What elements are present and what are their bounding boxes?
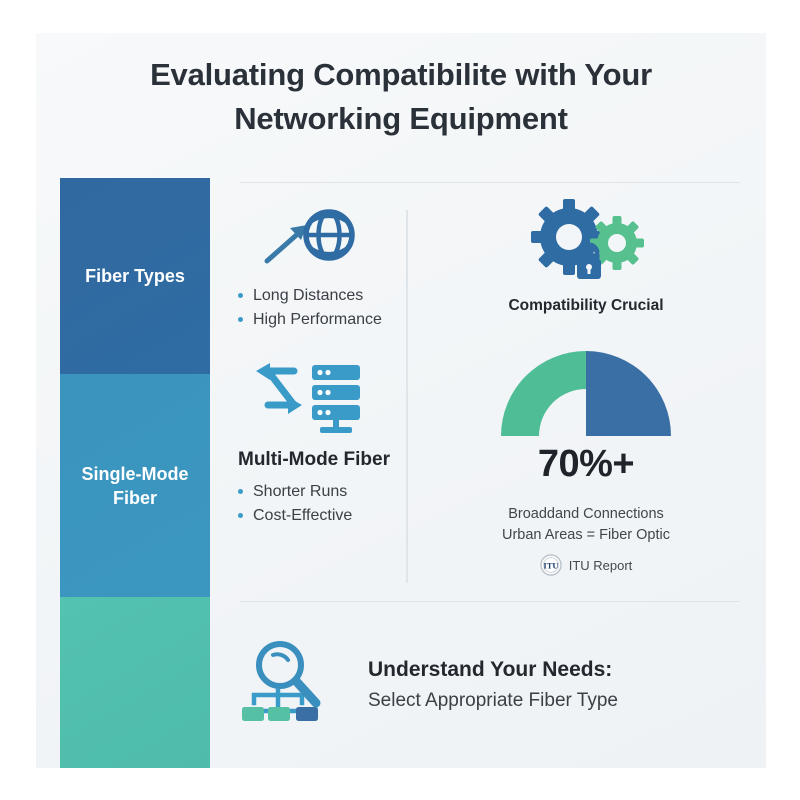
sidebar-color-column: Fiber Types Single-Mode Fiber [60,178,210,768]
sidebar-block-single-mode-fiber: Single-Mode Fiber [60,374,210,597]
bottom-subheading: Select Appropriate Fiber Type [368,689,618,711]
divider-vertical [406,210,408,583]
middle-heading-multi-mode: Multi-Mode Fiber [238,449,390,470]
lock-icon [577,242,601,279]
gauge-value-label: 70%+ [537,443,635,485]
caption-line-2: Urban Areas = Fiber Optic [501,527,671,543]
title-line-1: Evaluating Compatibilite with Your [150,57,652,92]
gears-lock-icon [436,193,736,293]
bullet-list-single-mode: Long Distances High Performance [238,285,402,331]
title-line-2: Networking Equipment [234,101,568,136]
source-attribution: ITU ITU Report [436,554,736,576]
itu-badge-icon: ITU [540,554,562,576]
bullet-list-multi-mode: Shorter Runs Cost-Effective [238,481,402,527]
gauge-caption: Broaddand Connections Urban Areas = Fibe… [436,504,736,546]
divider-bottom [240,601,740,602]
list-item: High Performance [238,309,402,331]
server-transfer-icon [222,351,402,443]
svg-text:ITU: ITU [543,560,558,570]
sidebar-block-accent-green [60,597,210,768]
caption-line-1: Broaddand Connections [508,506,664,522]
globe-arrow-icon [222,193,402,285]
source-label: ITU Report [568,557,633,573]
right-column: Compatibility Crucial 70%+ Broaddand Con… [436,193,736,576]
compatibility-label: Compatibility Crucial [508,297,664,314]
page-title: Evaluating Compatibilite with Your Netwo… [96,53,706,141]
sidebar-block-label-2: Single-Mode Fiber [81,463,189,508]
divider-top [240,182,740,183]
middle-section-single-mode: Long Distances High Performance [222,193,402,331]
middle-section-multi-mode: Multi-Mode Fiber Shorter Runs Cost-Effec… [222,351,402,527]
magnifier-network-icon [240,633,346,734]
bottom-callout: Understand Your Needs: Select Appropriat… [240,633,740,734]
list-item: Shorter Runs [238,481,402,503]
infographic-card: Evaluating Compatibilite with Your Netwo… [36,33,766,768]
bottom-text-group: Understand Your Needs: Select Appropriat… [368,653,618,715]
bottom-heading: Understand Your Needs: [368,657,613,681]
sidebar-block-fiber-types: Fiber Types [60,178,210,374]
gauge-chart [436,341,736,441]
list-item: Long Distances [238,285,402,307]
middle-column: Long Distances High Performance [222,193,402,529]
sidebar-block-label-1: Fiber Types [85,266,185,286]
list-item: Cost-Effective [238,505,402,527]
